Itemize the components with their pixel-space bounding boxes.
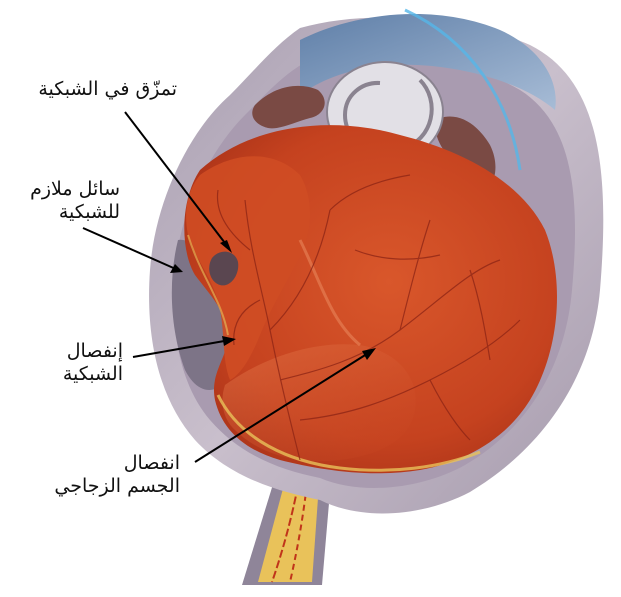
label-subretinal-fluid-line2: للشبكية	[10, 201, 120, 224]
label-vitreous-detachment-line2: الجسم الزجاجي	[10, 475, 180, 498]
label-vitreous-detachment-line1: انفصال	[10, 452, 180, 475]
label-retinal-tear-text: تمزّق في الشبكية	[12, 78, 177, 101]
label-vitreous-detachment: انفصال الجسم الزجاجي	[10, 452, 180, 498]
label-retinal-detachment-line1: إنفصال	[10, 340, 123, 363]
label-subretinal-fluid: سائل ملازم للشبكية	[10, 178, 120, 224]
label-retinal-tear: تمزّق في الشبكية	[12, 78, 177, 101]
label-subretinal-fluid-line1: سائل ملازم	[10, 178, 120, 201]
label-retinal-detachment-line2: الشبكية	[10, 363, 123, 386]
label-retinal-detachment: إنفصال الشبكية	[10, 340, 123, 386]
